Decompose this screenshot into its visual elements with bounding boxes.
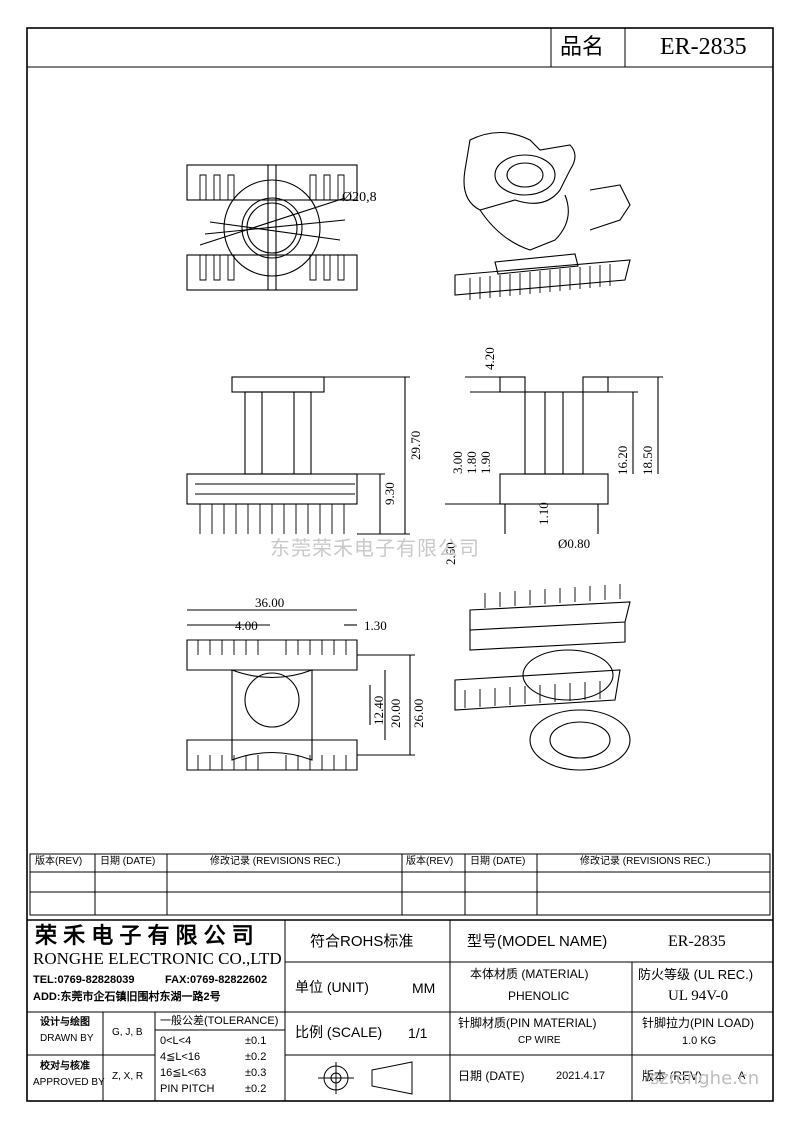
pin-material-value: CP WIRE [518,1035,561,1046]
pin-load-label: 针脚拉力(PIN LOAD) [642,1016,755,1030]
site-watermark: szronghe.cn [650,1068,760,1089]
tolerance-val-4: ±0.2 [245,1083,267,1095]
drawn-by-cn: 设计与绘图 [40,1017,90,1028]
dim-r2: 18.50 [640,446,655,475]
dim-26: 26.00 [411,699,426,728]
tolerance-val-1: ±0.1 [245,1035,267,1047]
date-header-1: 日期 (DATE) [100,856,156,867]
rec-header-1: 修改记录 (REVISIONS REC.) [210,856,341,867]
title-block [27,919,773,1101]
front-view [186,376,410,535]
dim-20: 20.00 [388,699,403,728]
dim-d20: Ø20,8 [342,190,377,205]
company-fax: FAX:0769-82822602 [165,974,268,986]
name-label: 品名 [560,34,605,59]
tolerance-range-1: 0<L<4 [160,1035,192,1047]
fire-rating-value: UL 94V-0 [668,988,729,1004]
dim-h4: 1.10 [536,502,551,525]
approved-by-cn: 校对与核准 [40,1061,90,1072]
tolerance-val-3: ±0.3 [245,1067,267,1079]
dim-offset: 1.30 [364,618,387,633]
drawn-by-value: G, J, B [112,1027,143,1038]
tolerance-title: 一般公差(TOLERANCE) [160,1015,279,1027]
scale-value: 1/1 [408,1025,428,1041]
company-name-en: RONGHE ELECTRONIC CO.,LTD [33,949,282,968]
date-value: 2021.4.17 [556,1070,605,1082]
iso-view-bottom [454,584,631,771]
iso-view-top [454,132,631,300]
approved-by-value: Z, X, R [112,1071,144,1082]
rec-header-2: 修改记录 (REVISIONS REC.) [580,856,711,867]
company-address: ADD:东莞市企石镇旧围村东湖一路2号 [33,991,221,1003]
dim-width: 36.00 [255,595,284,610]
model-label: 型号(MODEL NAME) [467,933,608,950]
date-header-2: 日期 (DATE) [470,856,526,867]
revision-table [29,853,771,916]
company-name-cn: 荣 禾 电 子 有 限 公 司 [35,923,254,948]
fire-rating-label: 防火等级 (UL REC.) [638,967,754,982]
rev-value: A [738,1070,746,1082]
scale-label: 比例 (SCALE) [295,1024,383,1040]
dim-h1: 3.00 [450,451,465,474]
dim-pitch: 4.00 [235,618,258,633]
rohs-compliance: 符合ROHS标准 [310,933,414,950]
date-label: 日期 (DATE) [458,1069,525,1083]
dim-h5: 2.60 [443,542,458,565]
dim-height: 29.70 [408,431,423,460]
pin-load-value: 1.0 KG [682,1035,717,1047]
part-number: ER-2835 [660,34,747,60]
tolerance-range-3: 16≦L<63 [160,1067,207,1079]
rev-label: 版本 (REV) [642,1069,703,1083]
dim-h3: 1.90 [478,451,493,474]
drawn-by-en: DRAWN BY [40,1033,94,1044]
dim-pin-dia: Ø0.80 [558,536,590,551]
rev-header-1: 版本(REV) [35,856,83,867]
unit-label: 单位 (UNIT) [295,979,369,995]
side-view [445,376,663,534]
dim-pin-height: 9.30 [382,482,397,505]
tolerance-val-2: ±0.2 [245,1051,267,1063]
company-tel: TEL:0769-82828039 [33,974,135,986]
material-value: PHENOLIC [508,989,570,1003]
dim-h2: 1.80 [464,451,479,474]
material-label: 本体材质 (MATERIAL) [470,967,589,981]
dim-12: 12.40 [371,696,386,725]
tolerance-range-4: PIN PITCH [160,1083,215,1095]
approved-by-en: APPROVED BY [33,1077,105,1088]
rev-header-2: 版本(REV) [406,856,454,867]
unit-value: MM [412,980,436,996]
model-value: ER-2835 [668,933,726,950]
pin-material-label: 针脚材质(PIN MATERIAL) [458,1016,597,1030]
company-watermark: 东莞荣禾电子有限公司 [270,536,480,560]
tolerance-range-2: 4≦L<16 [160,1051,201,1063]
top-view [186,164,358,291]
dim-top: 4.20 [482,347,497,370]
bottom-view [186,609,415,771]
dim-r1: 16.20 [615,446,630,475]
